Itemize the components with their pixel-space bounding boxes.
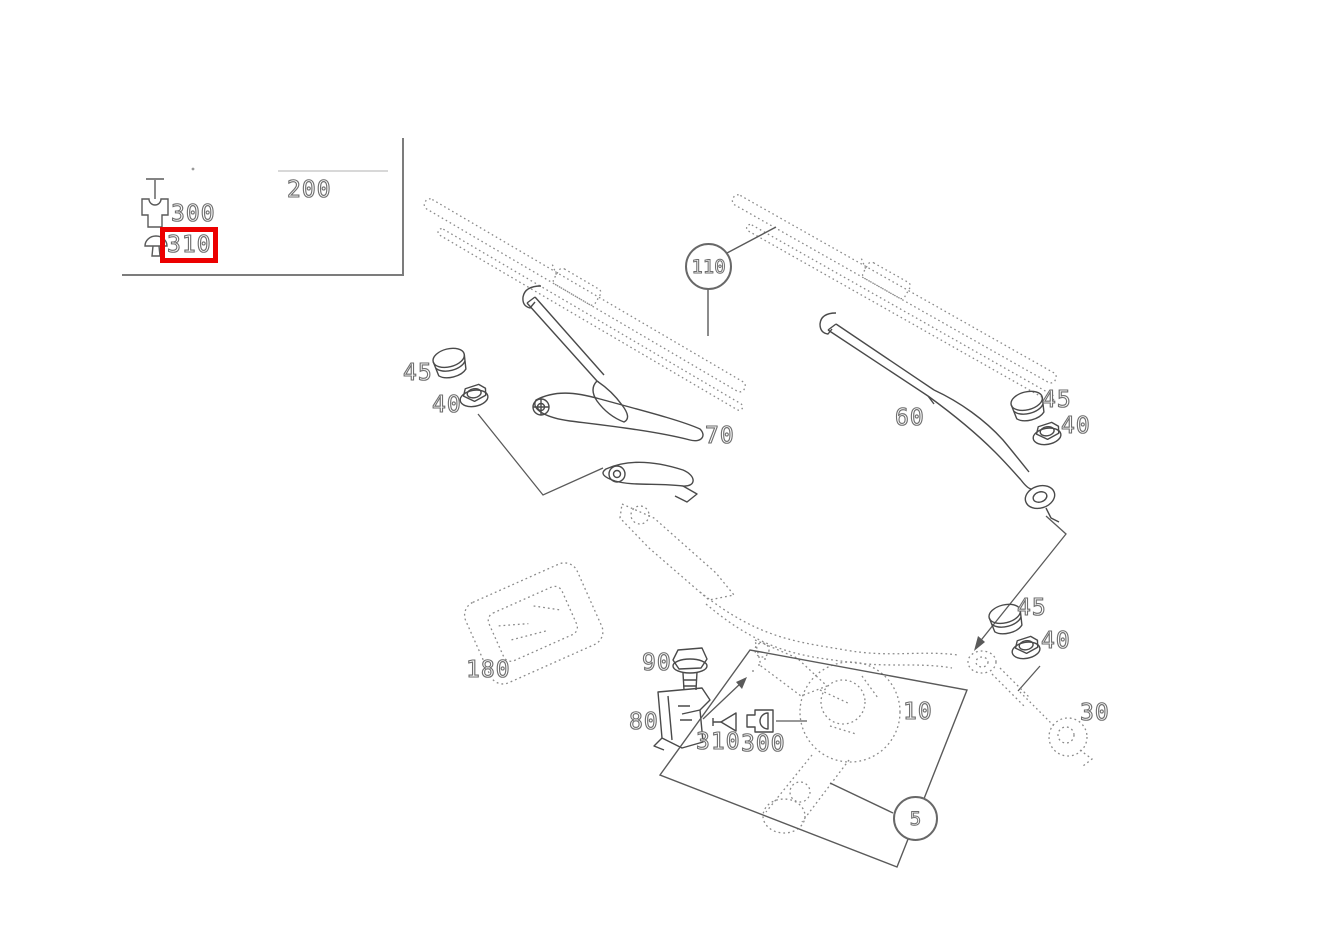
highlight-box-310 bbox=[160, 227, 218, 263]
legend-item-200[interactable]: 200 bbox=[286, 176, 332, 203]
connector-icon bbox=[746, 709, 774, 733]
group-frame-5 bbox=[658, 649, 968, 868]
leader-40-left bbox=[477, 413, 604, 496]
mounting-bracket-icon bbox=[653, 687, 711, 751]
dot bbox=[191, 167, 195, 171]
wiper-blade-right bbox=[722, 186, 1070, 404]
label-cap-lower[interactable]: 45 bbox=[1016, 594, 1047, 621]
callout-assembly-group[interactable]: 5 bbox=[893, 796, 938, 841]
label-cap-right[interactable]: 45 bbox=[1041, 386, 1072, 413]
flange-nut-icon bbox=[457, 382, 1063, 662]
hex-bolt-icon bbox=[672, 647, 708, 691]
callout-blade-group[interactable]: 110 bbox=[685, 243, 732, 290]
label-plug[interactable]: 310 bbox=[695, 728, 741, 755]
leader-40-lower bbox=[1017, 665, 1055, 727]
plug-icon bbox=[712, 712, 737, 732]
label-nut-left[interactable]: 40 bbox=[431, 391, 462, 418]
legend-art bbox=[141, 167, 388, 257]
label-bracket[interactable]: 80 bbox=[628, 708, 659, 735]
label-nut-right[interactable]: 40 bbox=[1060, 412, 1091, 439]
legend-item-310[interactable]: 310 bbox=[166, 231, 212, 258]
wiper-motor bbox=[762, 661, 901, 834]
pivot-cap-icon bbox=[430, 344, 1048, 638]
label-connector[interactable]: 300 bbox=[740, 730, 786, 757]
wiper-linkage bbox=[619, 503, 1031, 707]
label-crank[interactable]: 30 bbox=[1079, 699, 1110, 726]
wiper-arm-left bbox=[522, 285, 704, 503]
control-module bbox=[463, 562, 604, 685]
label-wiper-motor[interactable]: 10 bbox=[902, 698, 933, 725]
leader-80-arrow bbox=[702, 658, 766, 720]
connector-plug-icon bbox=[141, 178, 169, 228]
label-arm-left[interactable]: 70 bbox=[704, 422, 735, 449]
cap-plug-icon bbox=[144, 235, 168, 257]
label-cap-left[interactable]: 45 bbox=[402, 359, 433, 386]
wiper-blade-left bbox=[413, 190, 759, 413]
legend-item-300[interactable]: 300 bbox=[170, 200, 216, 227]
label-nut-lower[interactable]: 40 bbox=[1040, 627, 1071, 654]
legend-box bbox=[122, 138, 404, 276]
leader-60-pivot bbox=[974, 515, 1067, 651]
wiper-arm-right bbox=[819, 312, 1060, 523]
label-arm-right[interactable]: 60 bbox=[894, 404, 925, 431]
leader-110 bbox=[707, 226, 777, 336]
label-control-module[interactable]: 180 bbox=[465, 656, 511, 683]
label-bolt[interactable]: 90 bbox=[641, 649, 672, 676]
crank-part bbox=[1048, 717, 1094, 767]
